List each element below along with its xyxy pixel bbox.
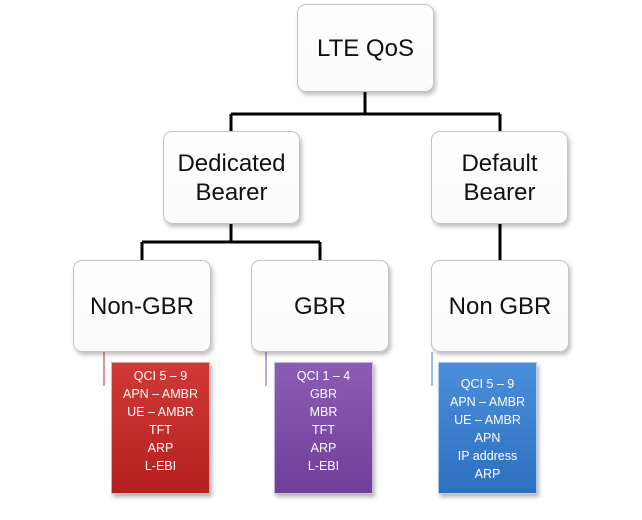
param-line: TFT bbox=[312, 423, 335, 437]
dedicated-bearer-node: Dedicated Bearer bbox=[163, 131, 300, 224]
param-line: ARP bbox=[147, 441, 174, 455]
non-gbr-node: Non-GBR bbox=[73, 260, 211, 352]
lte-qos-node: LTE QoS bbox=[297, 4, 434, 92]
param-line: APN – AMBR bbox=[449, 395, 526, 409]
param-line: L-EBI bbox=[144, 459, 177, 473]
dedicated-bearer-line2: Bearer bbox=[195, 178, 268, 206]
default-bearer-line1: Default bbox=[461, 149, 538, 177]
default-bearer-line2: Bearer bbox=[463, 178, 536, 206]
param-line: L-EBI bbox=[307, 459, 340, 473]
param-line: MBR bbox=[309, 405, 338, 419]
param-line: IP address bbox=[457, 449, 518, 463]
param-line: QCI 1 – 4 bbox=[296, 369, 351, 383]
default-non-gbr-label: Non GBR bbox=[448, 292, 552, 320]
default-bearer-node: Default Bearer bbox=[431, 131, 568, 224]
param-line: UE – AMBR bbox=[454, 413, 521, 427]
lte-qos-label: LTE QoS bbox=[317, 34, 414, 62]
param-line: UE – AMBR bbox=[127, 405, 194, 419]
param-line: GBR bbox=[309, 387, 338, 401]
dedicated-bearer-line1: Dedicated bbox=[177, 149, 286, 177]
gbr-label: GBR bbox=[293, 292, 346, 320]
param-line: ARP bbox=[474, 467, 501, 481]
param-line: QCI 5 – 9 bbox=[460, 377, 515, 391]
non-gbr-params-box: QCI 5 – 9 APN – AMBR UE – AMBR TFT ARP L… bbox=[111, 362, 210, 494]
default-params-box: QCI 5 – 9 APN – AMBR UE – AMBR APN IP ad… bbox=[438, 362, 537, 494]
param-line: ARP bbox=[310, 441, 337, 455]
param-line: APN bbox=[474, 431, 501, 445]
non-gbr-label: Non-GBR bbox=[89, 292, 195, 320]
gbr-node: GBR bbox=[251, 260, 389, 352]
param-line: TFT bbox=[149, 423, 172, 437]
param-line: QCI 5 – 9 bbox=[133, 369, 188, 383]
gbr-params-box: QCI 1 – 4 GBR MBR TFT ARP L-EBI bbox=[274, 362, 373, 494]
param-line: APN – AMBR bbox=[122, 387, 199, 401]
default-non-gbr-node: Non GBR bbox=[431, 260, 569, 352]
